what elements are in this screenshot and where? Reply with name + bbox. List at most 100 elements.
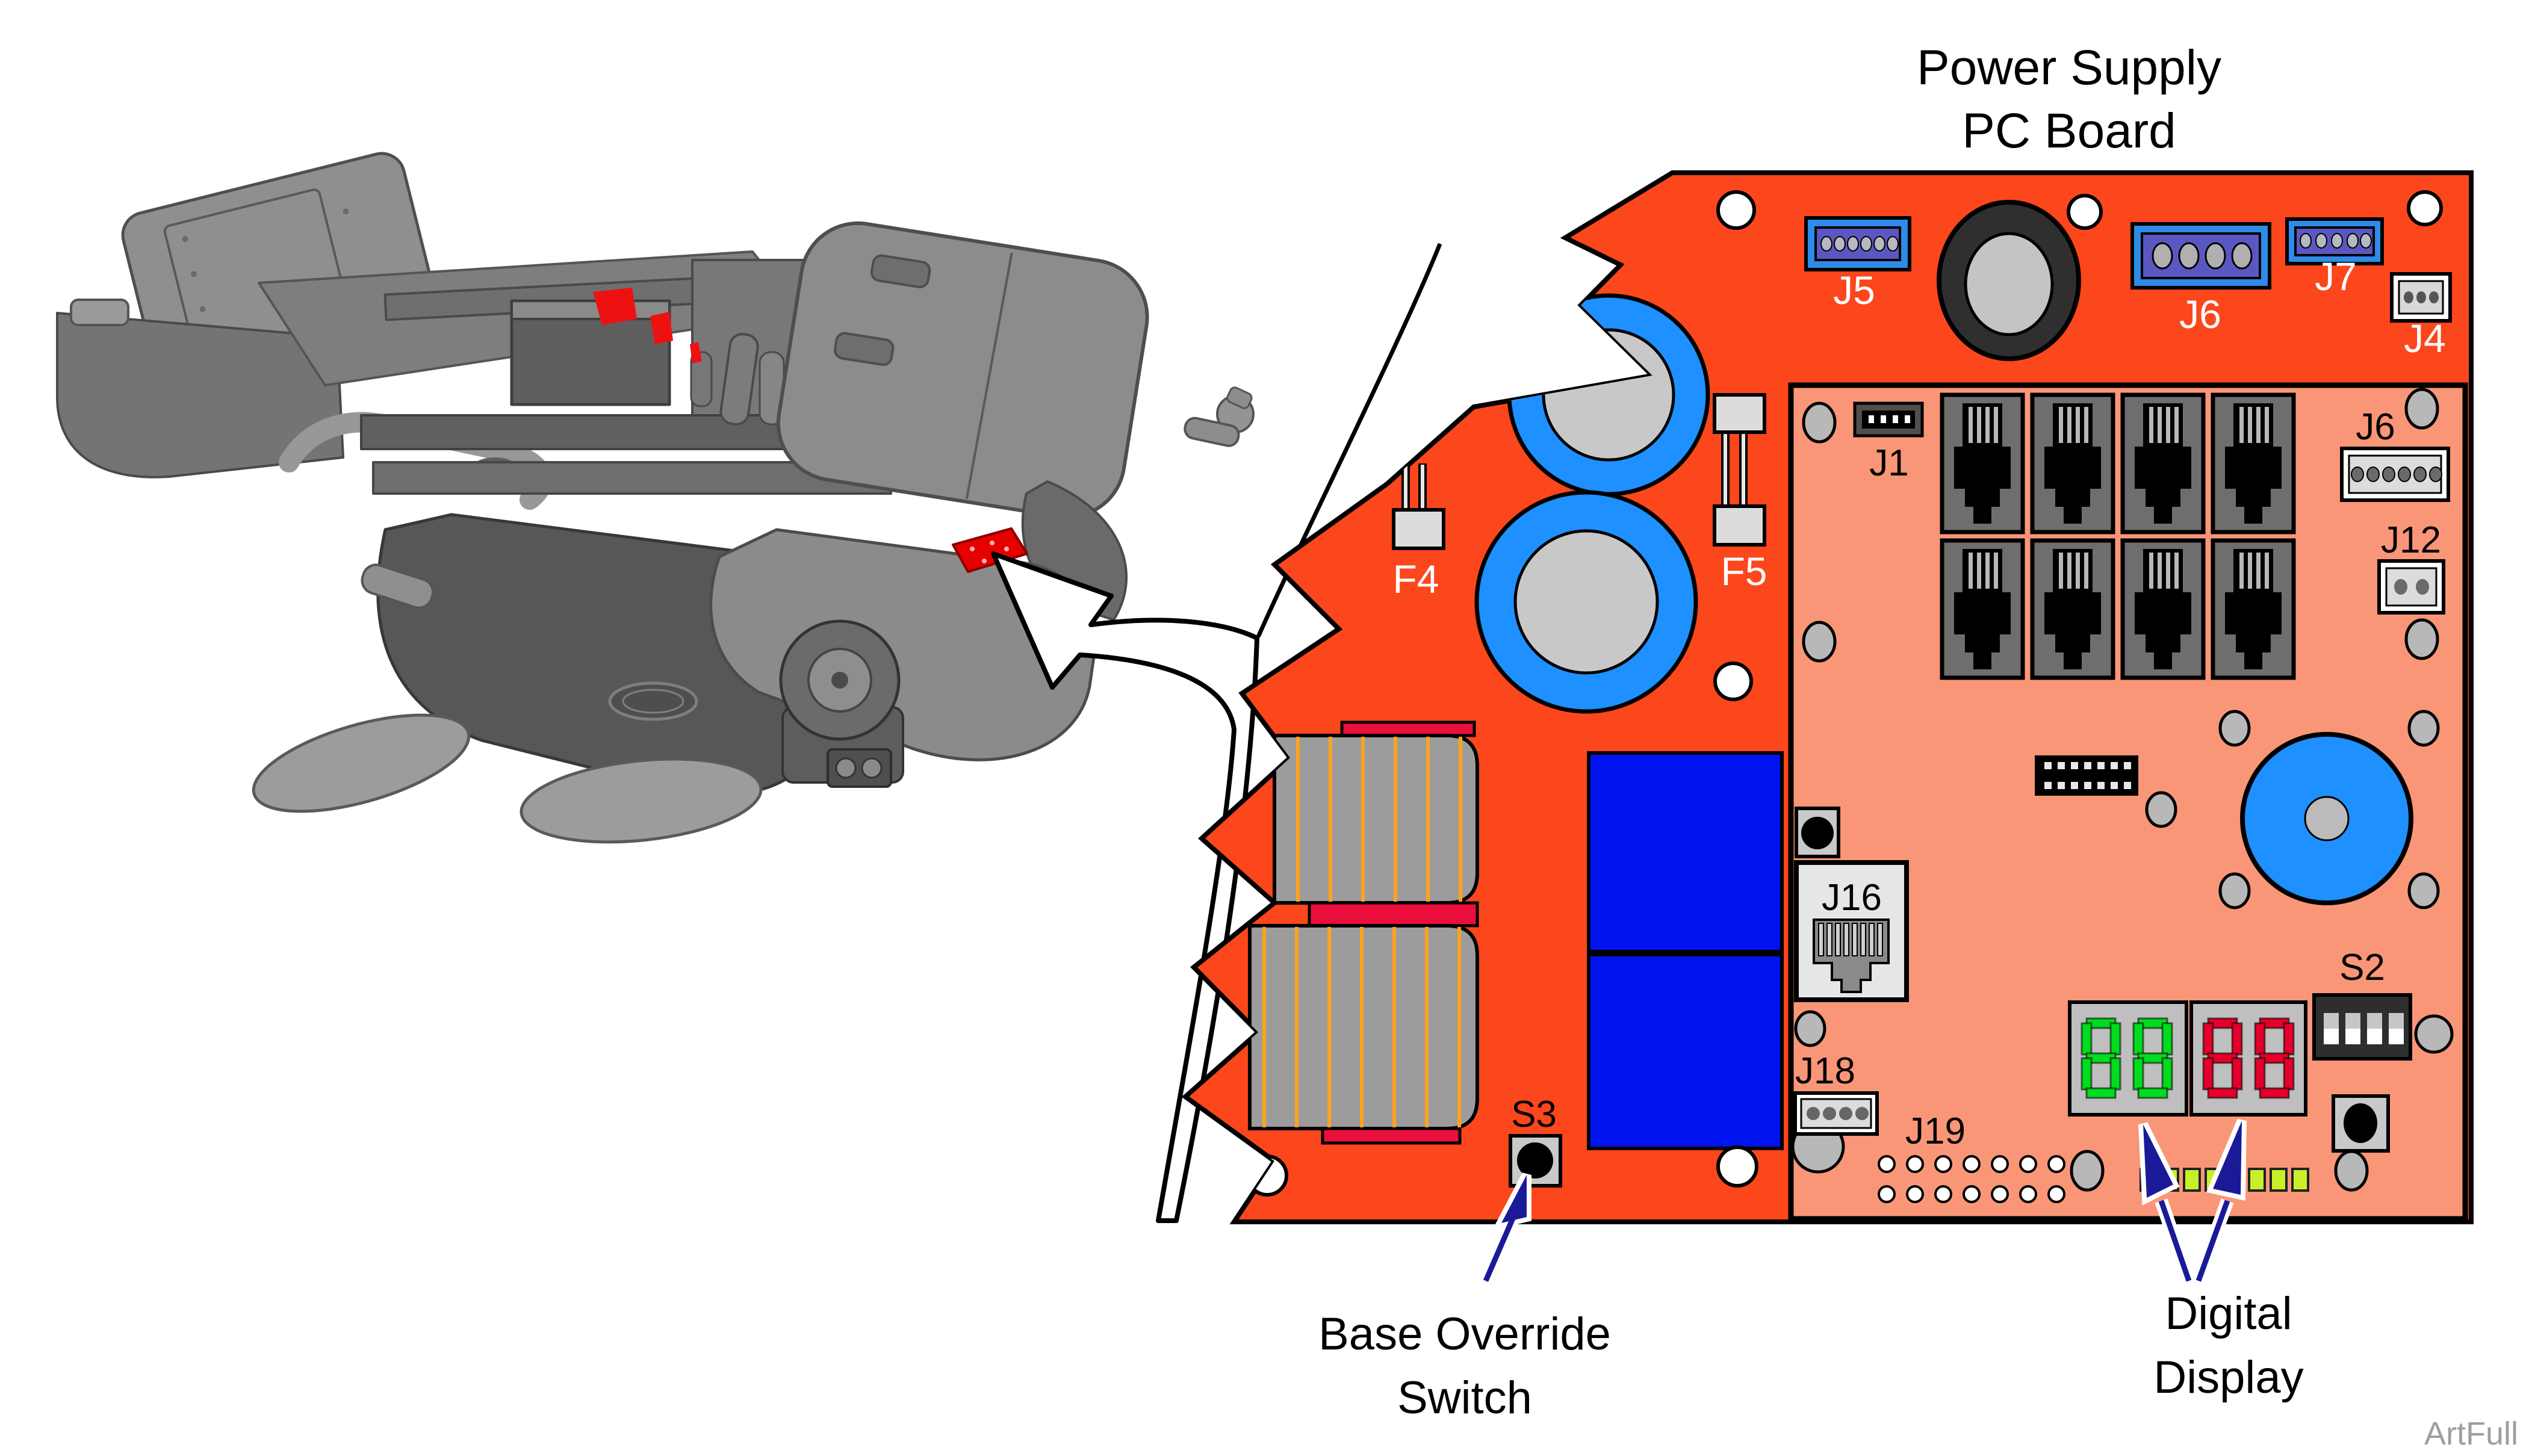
- mount-hole: [1716, 190, 1756, 230]
- phone-jack: [2123, 395, 2203, 532]
- callout-arrow-icon: [991, 551, 1259, 1223]
- connector-j18: [1793, 1091, 1879, 1136]
- segment: [2259, 1087, 2290, 1099]
- j19-dot: [1878, 1185, 1896, 1203]
- mount-hole: [2067, 194, 2103, 230]
- segment: [2137, 1087, 2168, 1099]
- dip-switch-bottom: [2389, 1029, 2404, 1044]
- connector-j19-pads: [1878, 1155, 2065, 1203]
- connector-j16: [1794, 860, 1909, 1002]
- relay-top: [1587, 751, 1784, 953]
- ic-pin: [2111, 762, 2118, 769]
- segment: [2081, 1057, 2093, 1091]
- j19-dot: [1878, 1155, 1896, 1173]
- connector-j12: [2377, 559, 2445, 615]
- segment: [2231, 1057, 2243, 1091]
- connector-j5: [1804, 216, 1911, 271]
- label-j16: J16: [1822, 877, 1882, 919]
- s3-button-cap: [1517, 1142, 1553, 1179]
- capacitor-large-bottom: [1474, 490, 1698, 714]
- mount-hole: [2407, 190, 2443, 226]
- caption-digital-display-line2: Display: [2153, 1352, 2303, 1403]
- connector-j6-inner: [2340, 447, 2450, 502]
- caption-digital-display-line1: Digital: [2165, 1288, 2292, 1339]
- label-j5: J5: [1833, 268, 1875, 312]
- ic-pin: [2044, 782, 2052, 789]
- ic-pin: [2058, 762, 2065, 769]
- machine-logo-emblem: [608, 681, 698, 721]
- phone-jack: [2213, 541, 2294, 678]
- label-j4: J4: [2404, 316, 2446, 361]
- phone-jack: [1942, 541, 2023, 678]
- phone-jack: [2032, 395, 2113, 532]
- seven-seg-digit: [2132, 1017, 2173, 1099]
- segment: [2207, 1087, 2238, 1099]
- connector-j4: [2390, 272, 2452, 323]
- phone-jack: [2123, 541, 2203, 678]
- ic-pin: [2084, 762, 2091, 769]
- segment: [2085, 1087, 2117, 1099]
- ic-pin: [2044, 762, 2052, 769]
- machine-foot-right: [520, 757, 763, 844]
- mount-hole: [1713, 661, 1753, 701]
- segment: [2132, 1057, 2144, 1091]
- relay-bottom: [1587, 953, 1784, 1150]
- status-led: [2270, 1168, 2288, 1192]
- j19-dot: [2019, 1185, 2037, 1203]
- capacitor-round-black: [1937, 200, 2081, 361]
- machine-seat-plate: [776, 221, 1149, 519]
- mount-holes-orange: [1713, 190, 2443, 1188]
- segment: [2081, 1022, 2093, 1056]
- transformer-windings: [1262, 737, 1462, 1127]
- ic-pin: [2097, 762, 2105, 769]
- ic-pin: [2111, 782, 2118, 789]
- button-small-upper-cap: [1801, 817, 1834, 849]
- callout-tail-line: [1256, 243, 1442, 638]
- ic-pin: [2097, 782, 2105, 789]
- j19-dot: [1934, 1155, 1952, 1173]
- dip-switch-s2: [2312, 993, 2412, 1061]
- outlet-socket: [835, 757, 857, 779]
- segment: [2202, 1022, 2214, 1056]
- board-title-line1: Power Supply: [1917, 40, 2221, 95]
- phone-jack: [2213, 395, 2294, 532]
- segment: [2161, 1022, 2173, 1056]
- machine-foot-left: [252, 713, 471, 813]
- status-led: [2248, 1168, 2266, 1192]
- label-j1: J1: [1869, 442, 1908, 484]
- label-f5: F5: [1721, 549, 1767, 593]
- seven-seg-digit: [2202, 1017, 2243, 1099]
- mount-hole: [1716, 1145, 1758, 1188]
- machine-motor-hub: [831, 672, 848, 689]
- phone-jack: [2032, 541, 2113, 678]
- j19-dot: [1963, 1155, 1981, 1173]
- red-highlight-fragments: [593, 288, 702, 364]
- j19-dot: [1963, 1185, 1981, 1203]
- ic-pin: [2071, 782, 2078, 789]
- label-j18: J18: [1795, 1050, 1855, 1092]
- label-s2: S2: [2339, 947, 2385, 988]
- transformer: [1248, 720, 1479, 1145]
- ic-pins: [2044, 762, 2131, 789]
- machine-caster-arm: [1184, 386, 1255, 447]
- label-j12: J12: [2381, 519, 2441, 561]
- dip-switch-top: [2345, 1013, 2360, 1029]
- j19-dot: [1934, 1185, 1952, 1203]
- label-j19: J19: [1905, 1111, 1966, 1152]
- dip-switch-bottom: [2367, 1029, 2382, 1044]
- status-led: [2183, 1168, 2201, 1192]
- highlighted-pc-board: [952, 527, 1028, 573]
- label-j7: J7: [2315, 254, 2357, 299]
- segment: [2254, 1022, 2266, 1056]
- label-j6-top: J6: [2179, 292, 2221, 336]
- machine-latch: [70, 299, 129, 326]
- ic-pin: [2084, 782, 2091, 789]
- segment: [2202, 1057, 2214, 1091]
- j19-dot: [2047, 1185, 2065, 1203]
- dip-switch-bottom: [2345, 1029, 2360, 1044]
- ic-pin: [2058, 782, 2065, 789]
- j19-dot: [2019, 1155, 2037, 1173]
- watermark: ArtFull: [2424, 1416, 2518, 1452]
- ic-pin: [2124, 782, 2131, 789]
- fuse-f5: [1713, 393, 1766, 547]
